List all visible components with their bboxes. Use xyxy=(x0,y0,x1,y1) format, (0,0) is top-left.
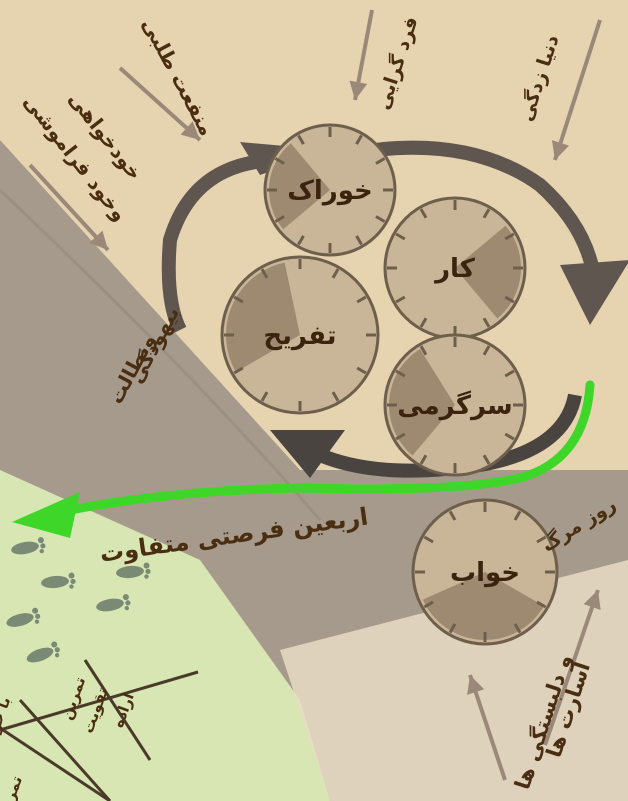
clock-recreation: تفریح xyxy=(222,257,378,413)
clock-label-entertainment: سرگرمی xyxy=(397,390,512,421)
clock-food: خوراک xyxy=(265,125,395,255)
clock-label-work: کار xyxy=(433,254,476,284)
clock-label-food: خوراک xyxy=(287,176,373,206)
clock-label-recreation: تفریح xyxy=(263,321,336,351)
clock-entertainment: سرگرمی xyxy=(385,335,525,475)
clock-label-sleep: خواب xyxy=(450,558,520,588)
clock-sleep: خواب xyxy=(413,500,557,644)
clock-work: کار xyxy=(385,198,525,338)
